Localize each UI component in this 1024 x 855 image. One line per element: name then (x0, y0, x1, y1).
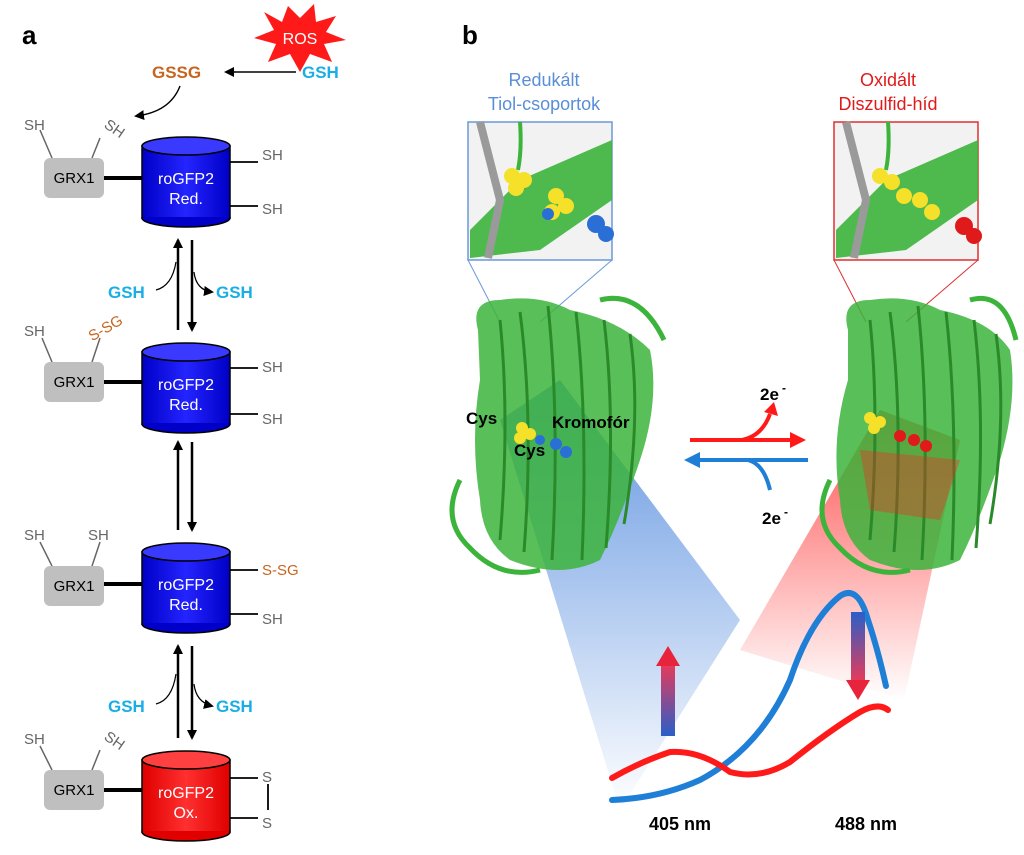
rogfp-sh-2: SH (262, 411, 283, 428)
gsh-out-curve-2 (193, 683, 214, 709)
wavelength-488-label: 488 nm (835, 814, 897, 834)
cys-label-2: Cys (514, 441, 545, 460)
gsh-out-label-2: GSH (216, 697, 253, 716)
electrons-bottom-sup: - (784, 505, 788, 519)
grx-ssg: S-SG (86, 312, 126, 345)
panel-a-label: a (22, 20, 37, 50)
reduced-protein-structure (449, 295, 667, 575)
grx-sh-right: SH (101, 116, 128, 142)
rogfp-sh-2: SH (262, 201, 283, 218)
grx-sh-left: SH (24, 323, 45, 340)
rogfp-label: roGFP2 (158, 785, 214, 802)
grx-sh-left: SH (24, 527, 45, 544)
disulfide-s-2: S (262, 815, 272, 832)
rogfp-label: roGFP2 (158, 577, 214, 594)
gsh-top-label: GSH (302, 63, 339, 82)
oxidized-spectrum-curve (609, 703, 891, 781)
grx1-box (44, 158, 104, 198)
oxidized-zoom-inset (833, 121, 982, 261)
gsh-in-label-2: GSH (108, 697, 145, 716)
grx-sh-right: SH (101, 728, 128, 754)
state-1: SH SH GRX1 roGFP2 Red. SH SH (24, 116, 283, 228)
rogfp-state: Ox. (174, 805, 199, 822)
grx-sh-right: SH (88, 527, 109, 544)
grx1-label: GRX1 (54, 782, 95, 799)
gsh-in-curve-1 (155, 261, 177, 291)
reduced-zoom-inset (467, 121, 614, 261)
oxidized-title-2: Diszulfid-híd (838, 94, 937, 114)
reduction-arrow (684, 452, 808, 491)
reduced-spectrum-curve (609, 590, 889, 803)
disulfide-s-1: S (262, 769, 272, 786)
panel-b-label: b (462, 20, 478, 50)
rogfp-ssg: S-SG (262, 562, 299, 579)
gssg-to-grx-arrow (134, 85, 181, 121)
rogfp-state: Red. (169, 597, 203, 614)
rogfp-sh-2: SH (262, 611, 283, 628)
state-4: SH SH GRX1 roGFP2 Ox. S S (24, 728, 272, 842)
electrons-top-label: 2e (760, 385, 779, 404)
ros-label: ROS (283, 31, 318, 48)
oxidized-protein-structure (819, 296, 1019, 575)
rogfp-state: Red. (169, 191, 203, 208)
oxidation-arrow (690, 402, 806, 448)
grx-sh-left: SH (24, 117, 45, 134)
ros-burst-icon (254, 4, 346, 72)
wavelength-405-label: 405 nm (649, 814, 711, 834)
rogfp-label: roGFP2 (158, 377, 214, 394)
chromophore-label: Kromofór (552, 413, 630, 432)
rogfp-sh-1: SH (262, 359, 283, 376)
state-2: SH S-SG GRX1 roGFP2 Red. SH SH (24, 312, 283, 434)
decrease-488-arrow (846, 612, 870, 700)
rogfp-label: roGFP2 (158, 171, 214, 188)
gsh-in-label-1: GSH (108, 283, 145, 302)
cys-label-1: Cys (466, 409, 497, 428)
gsh-in-curve-2 (155, 673, 177, 705)
electrons-bottom-label: 2e (762, 509, 781, 528)
oxidized-title-1: Oxidált (860, 70, 916, 90)
rogfp-state: Red. (169, 397, 203, 414)
grx1-label: GRX1 (54, 578, 95, 595)
reduced-title-1: Redukált (508, 70, 579, 90)
gssg-label: GSSG (152, 63, 201, 82)
electrons-top-sup: - (782, 381, 786, 395)
gsh-out-label-1: GSH (216, 283, 253, 302)
grx1-label: GRX1 (54, 170, 95, 187)
state-3: SH SH GRX1 roGFP2 Red. S-SG SH (24, 527, 299, 634)
grx-sh-left: SH (24, 731, 45, 748)
reduced-title-2: Tiol-csoportok (488, 94, 601, 114)
grx1-label: GRX1 (54, 374, 95, 391)
increase-405-arrow (656, 646, 680, 736)
gsh-out-curve-1 (193, 271, 214, 296)
rogfp-sh-1: SH (262, 147, 283, 164)
